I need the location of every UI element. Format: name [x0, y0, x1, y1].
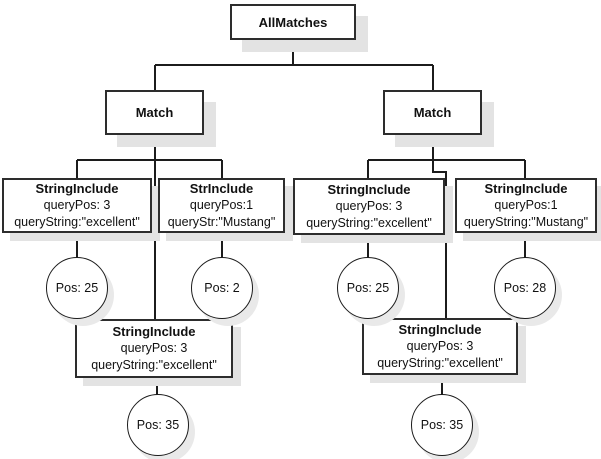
- leaf-label: Pos: 35: [136, 418, 180, 432]
- leaf-label: Pos: 2: [204, 281, 240, 295]
- node-querystring: queryStr:"Mustang": [167, 215, 276, 229]
- node-title: StrInclude: [189, 181, 254, 196]
- leaf-label: Pos: 25: [55, 281, 99, 295]
- node-title: StringInclude: [398, 322, 482, 337]
- node-stringinclude-right-outer: StringInclude queryPos:1 queryString:"Mu…: [455, 178, 597, 233]
- node-querypos: queryPos:1: [189, 198, 254, 212]
- node-title: StringInclude: [35, 181, 119, 196]
- node-match-right: Match: [383, 90, 482, 135]
- leaf-pos-2: Pos: 2: [191, 257, 253, 319]
- node-querystring: queryString:"excellent": [306, 216, 432, 230]
- leaf-label: Pos: 35: [420, 418, 464, 432]
- node-querystring: queryString:"excellent": [377, 356, 503, 370]
- node-querypos: queryPos: 3: [335, 199, 403, 213]
- leaf-pos-35-left: Pos: 35: [127, 394, 189, 456]
- node-allmatches-label: AllMatches: [258, 14, 328, 30]
- node-allmatches: AllMatches: [230, 4, 356, 40]
- node-stringinclude-bottom-right: StringInclude queryPos: 3 queryString:"e…: [362, 318, 518, 375]
- leaf-label: Pos: 25: [346, 281, 390, 295]
- leaf-pos-35-right: Pos: 35: [411, 394, 473, 456]
- node-match-right-label: Match: [413, 105, 452, 120]
- leaf-label: Pos: 28: [503, 281, 547, 295]
- node-querypos: queryPos:1: [494, 198, 558, 212]
- leaf-pos-25-right: Pos: 25: [337, 257, 399, 319]
- node-title: StringInclude: [112, 324, 196, 339]
- node-match-left-label: Match: [135, 105, 174, 120]
- leaf-pos-25-left: Pos: 25: [46, 257, 108, 319]
- node-title: StringInclude: [327, 182, 411, 197]
- node-querypos: queryPos: 3: [120, 341, 188, 355]
- node-querypos: queryPos: 3: [406, 339, 474, 353]
- node-stringinclude-left-outer: StringInclude queryPos: 3 queryString:"e…: [2, 178, 152, 233]
- node-stringinclude-bottom-left: StringInclude queryPos: 3 queryString:"e…: [75, 319, 233, 378]
- node-strinclude-left-inner: StrInclude queryPos:1 queryStr:"Mustang": [158, 178, 285, 233]
- node-querystring: queryString:"excellent": [91, 358, 217, 372]
- connector-right-stem: [432, 135, 447, 318]
- node-querystring: queryString:"Mustang": [463, 215, 589, 229]
- node-match-left: Match: [105, 90, 204, 135]
- node-title: StringInclude: [484, 181, 568, 196]
- leaf-pos-28: Pos: 28: [494, 257, 556, 319]
- node-querystring: queryString:"excellent": [14, 215, 140, 229]
- node-querypos: queryPos: 3: [43, 198, 111, 212]
- node-stringinclude-right-inner: StringInclude queryPos: 3 queryString:"e…: [293, 178, 445, 235]
